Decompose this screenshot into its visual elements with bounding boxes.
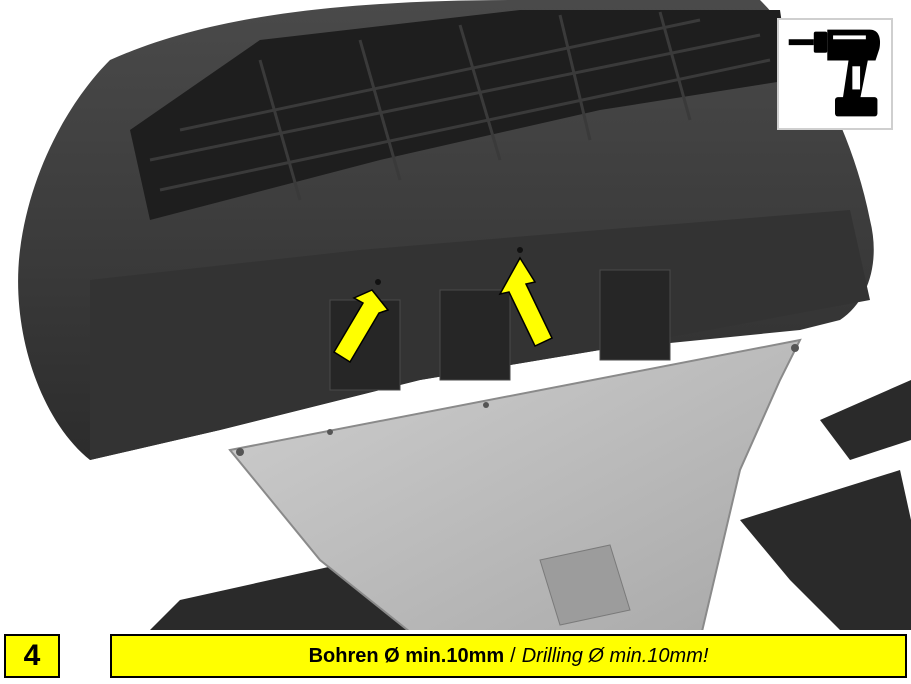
bumper-illustration <box>18 0 911 630</box>
cordless-drill-icon <box>788 29 881 117</box>
step-number: 4 <box>4 634 60 678</box>
arrow-icon <box>332 256 554 364</box>
skid-plate-bolts <box>236 344 799 456</box>
caption-separator: / <box>510 644 516 667</box>
tool-icon-box <box>777 18 893 130</box>
grille <box>130 10 790 220</box>
caption-english: Drilling Ø min.10mm! <box>521 644 709 667</box>
caption-german: Bohren Ø min.10mm <box>308 644 505 667</box>
drill-holes <box>375 247 523 285</box>
skid-plate-recess <box>539 544 631 626</box>
instruction-caption: Bohren Ø min.10mm / Drilling Ø min.10mm! <box>110 634 907 678</box>
